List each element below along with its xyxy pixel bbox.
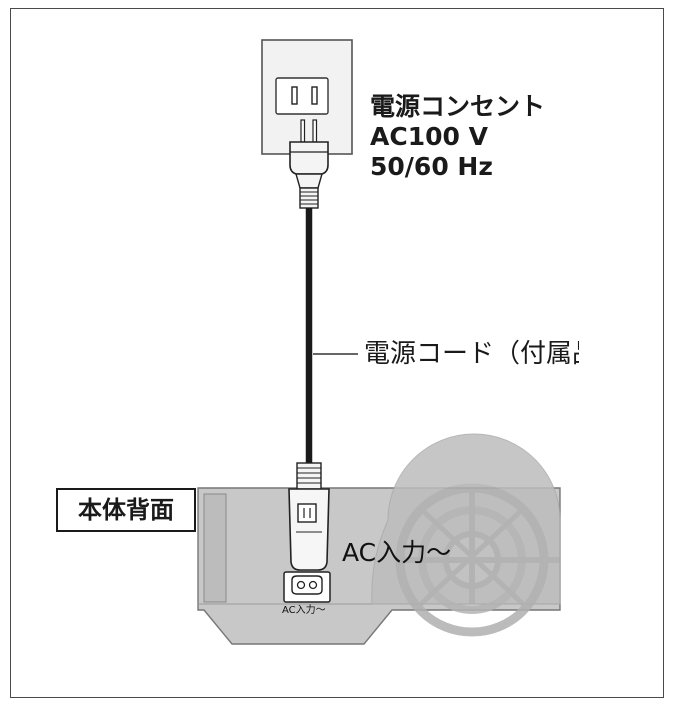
fan-grille-icon bbox=[371, 433, 561, 637]
wall-outlet-icon bbox=[261, 39, 353, 155]
ac-inlet-icon bbox=[283, 571, 331, 603]
cord-label: 電源コード（付属品） bbox=[364, 339, 579, 369]
rear-panel-title: 本体背面 bbox=[56, 488, 196, 532]
ac-input-label: AC入力～ bbox=[342, 538, 452, 567]
outlet-name: 電源コンセント bbox=[370, 92, 546, 121]
outlet-frequency: 50/60 Hz bbox=[370, 152, 493, 181]
appliance-connector-icon bbox=[288, 462, 330, 571]
outlet-voltage: AC100 V bbox=[370, 122, 488, 151]
outlet-label: 電源コンセント AC100 V 50/60 Hz bbox=[370, 92, 545, 182]
ac-input-small-label: AC入力～ bbox=[282, 605, 326, 616]
diagram-frame bbox=[10, 8, 664, 698]
